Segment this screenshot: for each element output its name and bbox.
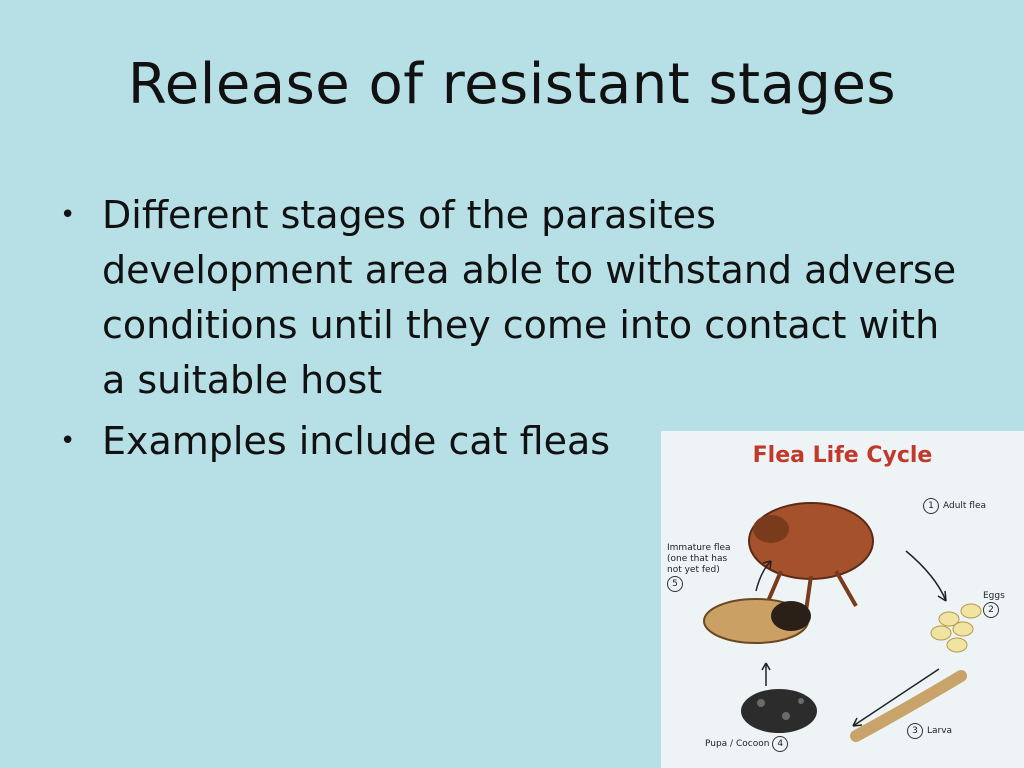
stage-number: 5	[667, 576, 683, 592]
stage-text: Immature flea (one that has not yet fed)	[667, 543, 731, 575]
bullet-dot-icon: •	[60, 426, 76, 456]
bullet-dot-icon: •	[60, 200, 76, 230]
pupa-icon	[741, 689, 817, 733]
flea-life-cycle-figure: Flea Life Cycle	[661, 431, 1024, 768]
larva-icon	[850, 670, 967, 742]
stage-text: Adult flea	[943, 501, 987, 511]
stage-number: 4	[772, 736, 789, 752]
slide-title: Release of resistant stages	[127, 52, 897, 117]
immature-flea-icon	[703, 598, 811, 644]
stage-number: 2	[983, 602, 999, 618]
bullet-list: • Different stages of the parasites deve…	[60, 188, 960, 475]
life-cycle-illustration	[703, 502, 982, 742]
eggs-icon	[930, 603, 982, 653]
stage-text: Eggs	[983, 591, 1005, 601]
stage-label-pupa: Pupa / Cocoon 4	[705, 736, 792, 752]
stage-number: 1	[923, 498, 939, 514]
stage-label-adult: 1 Adult flea	[923, 498, 986, 514]
cycle-arrows	[755, 550, 947, 727]
bullet-item: • Different stages of the parasites deve…	[60, 188, 960, 408]
bullet-text: Examples include cat fleas	[102, 419, 611, 463]
stage-label-eggs: Eggs 2	[983, 591, 1005, 618]
adult-flea-icon	[748, 502, 874, 612]
stage-label-larva: 3 Larva	[907, 723, 952, 739]
bullet-text: Different stages of the parasites develo…	[102, 193, 957, 402]
stage-label-immature: Immature flea (one that has not yet fed)…	[667, 543, 737, 592]
bullet-item: • Examples include cat fleas	[60, 414, 960, 469]
stage-text: Larva	[927, 726, 953, 736]
figure-title: Flea Life Cycle	[752, 443, 933, 468]
stage-text: Pupa / Cocoon	[705, 739, 770, 749]
stage-number: 3	[907, 723, 923, 739]
